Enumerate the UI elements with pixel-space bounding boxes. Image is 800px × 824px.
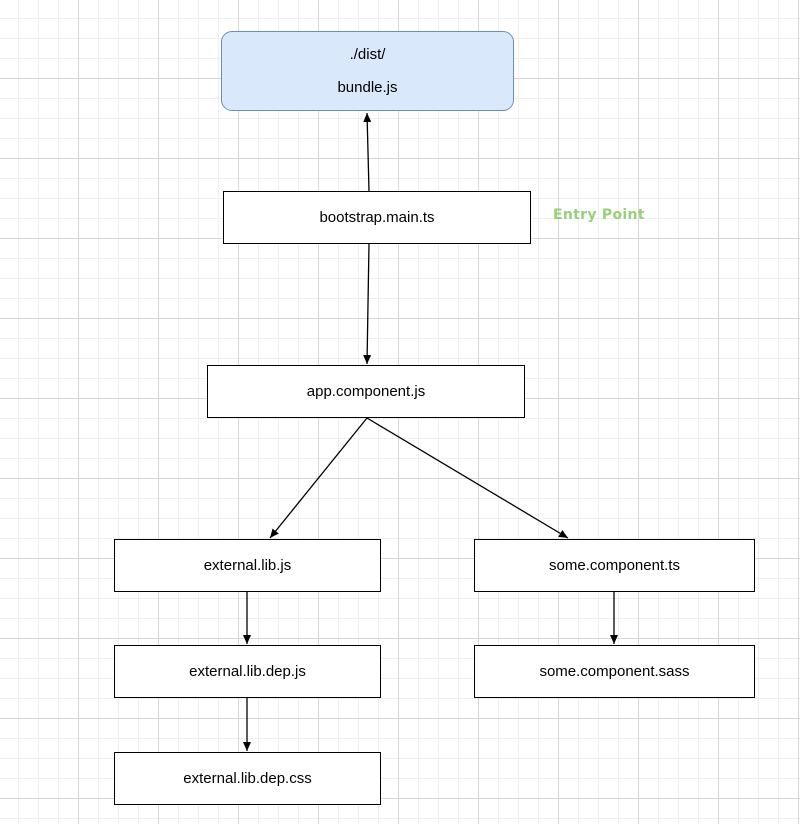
node-app-component-js[interactable]: app.component.js [207,365,525,418]
node-label: bootstrap.main.ts [319,209,435,226]
node-bootstrap-main-ts[interactable]: bootstrap.main.ts [223,191,531,244]
edge-app-to-some-component [366,417,569,539]
node-label: some.component.ts [549,557,680,574]
edge-main-to-bundle [363,112,372,192]
entry-point-annotation: Entry Point [553,207,645,223]
node-label: app.component.js [306,383,426,400]
node-label: external.lib.dep.js [189,663,306,680]
node-bundle-file: bundle.js [337,79,398,96]
node-label: external.lib.dep.css [183,770,312,787]
node-external-lib-js[interactable]: external.lib.js [114,539,381,592]
node-bundle-path: ./dist/ [349,46,386,63]
node-some-component-sass[interactable]: some.component.sass [474,645,755,698]
node-label: external.lib.js [203,557,292,574]
edge-app-to-external-lib [269,417,368,539]
node-external-lib-dep-css[interactable]: external.lib.dep.css [114,752,381,805]
node-label: some.component.sass [539,663,690,680]
node-external-lib-dep-js[interactable]: external.lib.dep.js [114,645,381,698]
node-some-component-ts[interactable]: some.component.ts [474,539,755,592]
node-bundle-js[interactable]: ./dist/ bundle.js [221,31,514,111]
edge-main-to-app [363,243,372,365]
